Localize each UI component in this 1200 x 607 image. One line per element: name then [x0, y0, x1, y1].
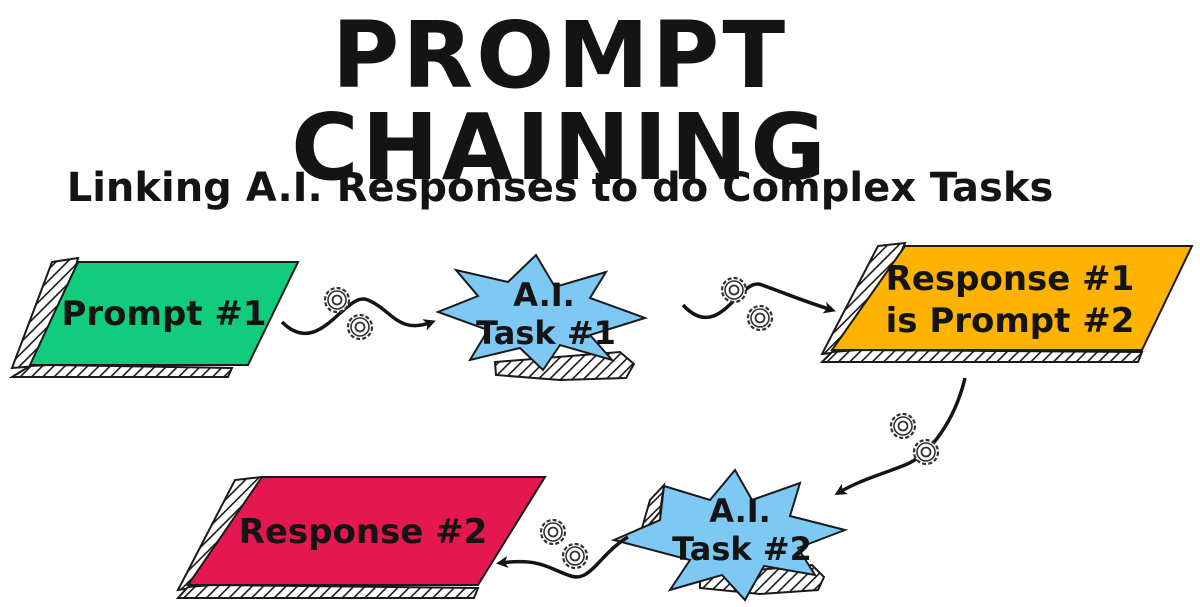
ai-task-1-burst: A.I. Task #1 [435, 253, 649, 382]
gear-icon [561, 542, 589, 570]
arrow-task2-to-response2 [496, 518, 629, 579]
prompt-1-box: Prompt #1 [8, 256, 300, 378]
arrow-task1-to-response1 [681, 276, 836, 332]
ai-task-1-line1: A.I. [513, 276, 575, 314]
gear-icon [323, 286, 351, 314]
ai-task-1-line2: Task #1 [476, 314, 616, 352]
page-subtitle: Linking A.I. Responses to do Complex Tas… [66, 165, 1054, 211]
page-title: PROMPT CHAINING [291, 2, 829, 201]
arrow-response1-to-task2 [834, 377, 967, 496]
ai-task-2-line1: A.I. [709, 492, 771, 530]
gear-icon [889, 412, 917, 440]
gear-icon [912, 438, 940, 466]
response-1-box: Response #1 is Prompt #2 [819, 241, 1194, 363]
response-2-box: Response #2 [175, 475, 547, 599]
arrow-prompt1-to-task1 [280, 286, 436, 341]
gear-icon [746, 304, 774, 332]
gear-icon [346, 313, 374, 341]
prompt-1-label: Prompt #1 [61, 294, 266, 334]
response-1-line2: is Prompt #2 [886, 301, 1135, 341]
response-2-label: Response #2 [239, 512, 488, 552]
gear-icon [720, 276, 748, 304]
gear-icon [539, 518, 567, 546]
ai-task-2-burst: A.I. Task #2 [610, 468, 849, 602]
response-1-line1: Response #1 [886, 259, 1135, 299]
ai-task-2-line2: Task #2 [672, 530, 812, 568]
